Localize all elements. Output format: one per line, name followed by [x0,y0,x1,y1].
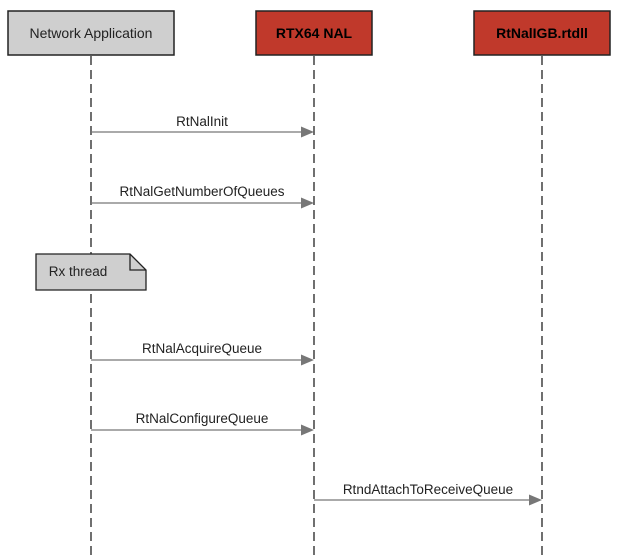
message-label: RtndAttachToReceiveQueue [343,482,513,497]
message-label: RtNalConfigureQueue [136,411,269,426]
message-rtnalconfigurequeue: RtNalConfigureQueue [91,411,314,436]
arrowhead-icon [529,494,542,506]
message-rtnalacquirequeue: RtNalAcquireQueue [91,341,314,366]
message-label: RtNalAcquireQueue [142,341,262,356]
message-label: RtNalInit [176,114,228,129]
message-rtndattachtoreceivequeue: RtndAttachToReceiveQueue [314,482,542,506]
participant-label: Network Application [30,25,153,41]
note-box [35,253,147,291]
note-fold-icon [129,254,146,271]
participant-box [255,10,373,56]
participant-rtnaligb: RtNalIGB.rtdll [473,10,611,56]
participant-box [473,10,611,56]
note-label: Rx thread [49,264,108,279]
message-rtnalinit: RtNalInit [91,114,314,138]
message-label: RtNalGetNumberOfQueues [119,184,284,199]
note-rx-thread: Rx thread [35,253,147,291]
participant-network-application: Network Application [7,10,175,56]
participant-label: RtNalIGB.rtdll [496,25,588,41]
participant-box [7,10,175,56]
message-rtnalgetnumberofqueues: RtNalGetNumberOfQueues [91,184,314,209]
arrowhead-icon [301,354,314,366]
arrowhead-icon [301,424,314,436]
arrowhead-icon [301,197,314,209]
participant-rtx64-nal: RTX64 NAL [255,10,373,56]
arrowhead-icon [301,126,314,138]
participant-label: RTX64 NAL [276,25,353,41]
